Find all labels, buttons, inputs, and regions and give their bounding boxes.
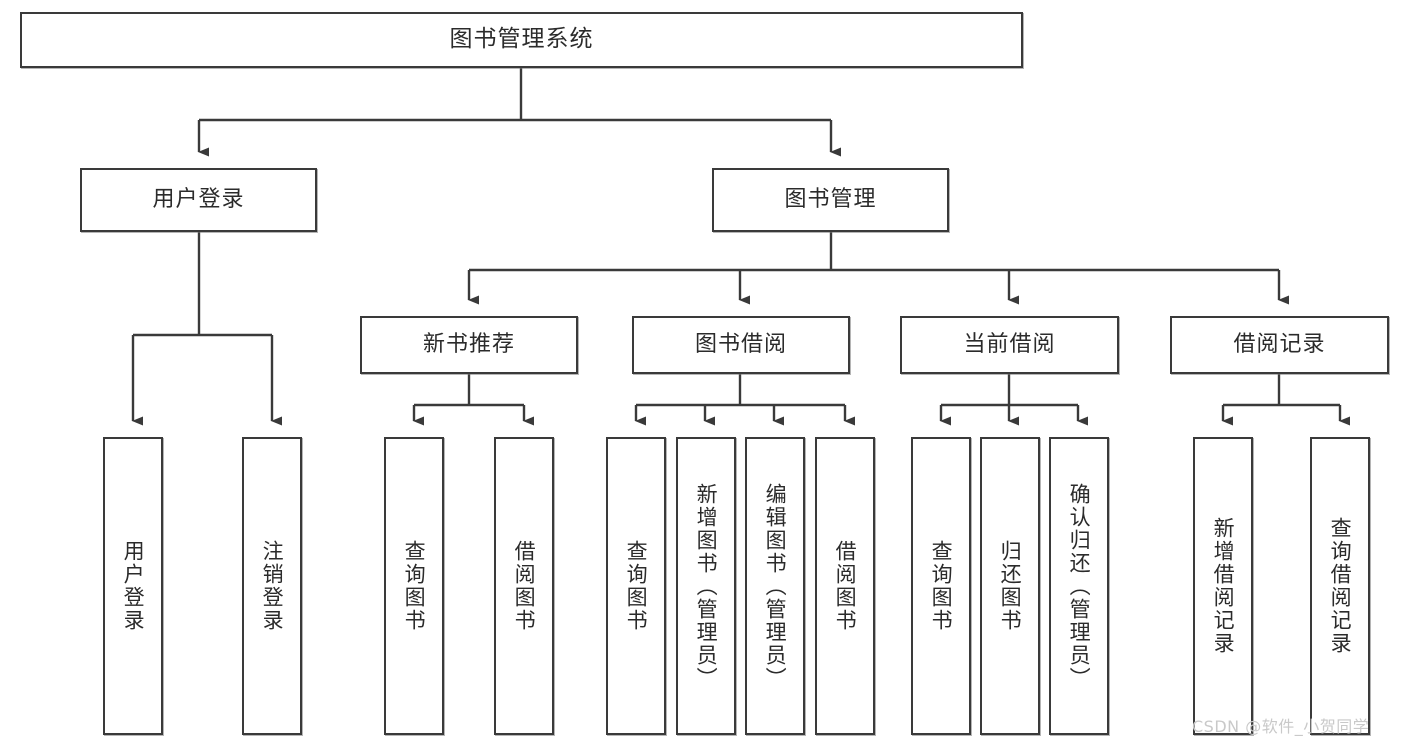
leaf-label: 编辑图书（管理员） bbox=[763, 482, 788, 690]
leaf-label: 注销登录 bbox=[260, 540, 285, 632]
node-book-borrow[interactable]: 图书借阅 bbox=[632, 316, 850, 374]
leaf-label: 确认归还（管理员） bbox=[1067, 482, 1092, 690]
leaf-label: 查询图书 bbox=[402, 540, 427, 632]
leaf-current-borrow-return-book[interactable]: 归还图书 bbox=[980, 437, 1040, 735]
leaf-current-borrow-query-book[interactable]: 查询图书 bbox=[911, 437, 971, 735]
leaf-current-borrow-confirm-return-admin[interactable]: 确认归还（管理员） bbox=[1049, 437, 1109, 735]
node-current-borrow[interactable]: 当前借阅 bbox=[900, 316, 1119, 374]
leaf-label: 新增图书（管理员） bbox=[694, 482, 719, 690]
node-root-system[interactable]: 图书管理系统 bbox=[20, 12, 1023, 68]
leaf-label: 借阅图书 bbox=[512, 540, 537, 632]
leaf-label: 新增借阅记录 bbox=[1211, 517, 1236, 655]
leaf-user-login-logout[interactable]: 注销登录 bbox=[242, 437, 302, 735]
node-book-management[interactable]: 图书管理 bbox=[712, 168, 949, 232]
leaf-borrow-record-query-record[interactable]: 查询借阅记录 bbox=[1310, 437, 1370, 735]
leaf-book-borrow-add-book-admin[interactable]: 新增图书（管理员） bbox=[676, 437, 736, 735]
leaf-book-borrow-edit-book-admin[interactable]: 编辑图书（管理员） bbox=[745, 437, 805, 735]
node-new-book-recommend[interactable]: 新书推荐 bbox=[360, 316, 578, 374]
leaf-label: 查询图书 bbox=[624, 540, 649, 632]
csdn-watermark: CSDN @软件_小贺同学 bbox=[1192, 717, 1370, 736]
leaf-new-book-borrow-book[interactable]: 借阅图书 bbox=[494, 437, 554, 735]
leaf-user-login-login[interactable]: 用户登录 bbox=[103, 437, 163, 735]
leaf-book-borrow-query-book[interactable]: 查询图书 bbox=[606, 437, 666, 735]
leaf-label: 借阅图书 bbox=[833, 540, 858, 632]
leaf-book-borrow-borrow-book[interactable]: 借阅图书 bbox=[815, 437, 875, 735]
node-user-login[interactable]: 用户登录 bbox=[80, 168, 317, 232]
leaf-label: 用户登录 bbox=[121, 540, 146, 632]
leaf-label: 查询借阅记录 bbox=[1328, 517, 1353, 655]
leaf-new-book-query-book[interactable]: 查询图书 bbox=[384, 437, 444, 735]
leaf-label: 归还图书 bbox=[998, 540, 1023, 632]
leaf-borrow-record-add-record[interactable]: 新增借阅记录 bbox=[1193, 437, 1253, 735]
node-borrow-record[interactable]: 借阅记录 bbox=[1170, 316, 1389, 374]
leaf-label: 查询图书 bbox=[929, 540, 954, 632]
